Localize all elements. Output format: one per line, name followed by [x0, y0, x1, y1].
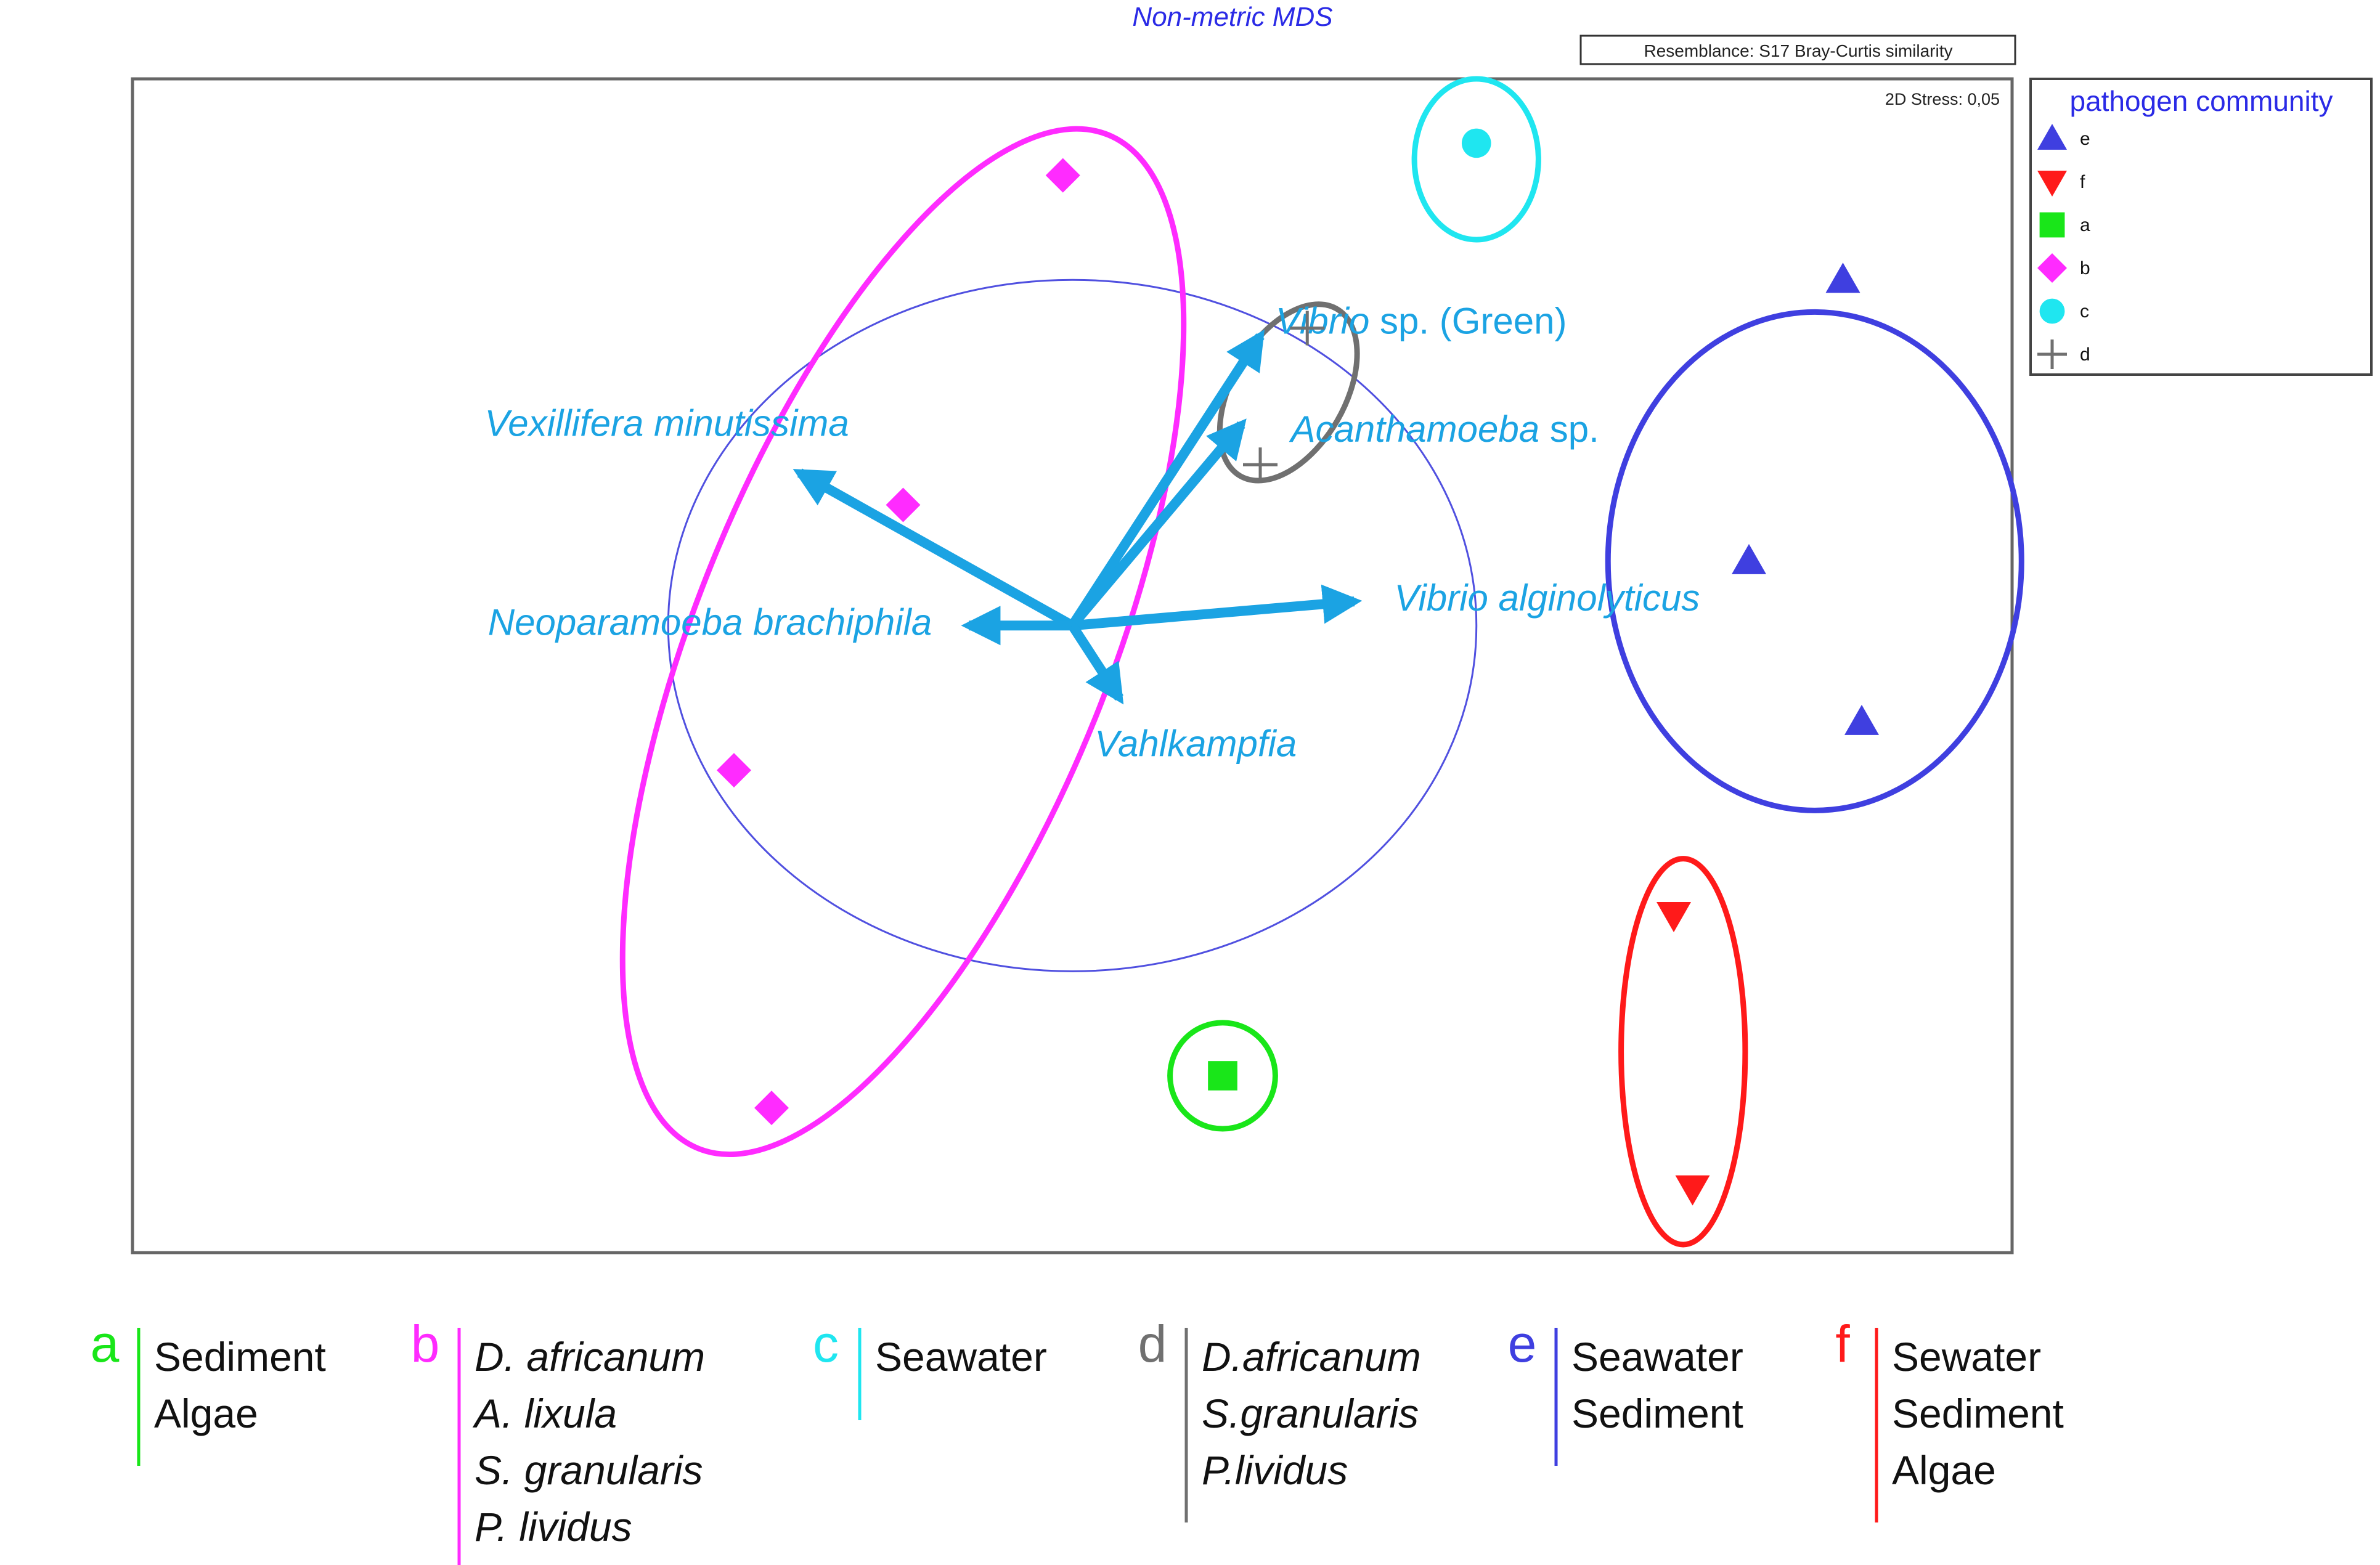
ellipse-group-b — [619, 126, 1187, 1158]
key-line-d-2: P.lividus — [1202, 1447, 1348, 1493]
vector-arrow-5 — [1068, 622, 1124, 705]
vector-label-name: Vexillifera minutissima — [484, 402, 849, 444]
resemblance-box-frame — [1579, 35, 2016, 65]
key-letter-d: d — [1138, 1315, 1167, 1373]
vector-arrow-1 — [1068, 418, 1247, 629]
legend-label-a: a — [2080, 215, 2090, 235]
key-line-a-0: Sediment — [154, 1334, 326, 1380]
ellipse-group-f — [1618, 856, 1748, 1248]
legend-marker-d — [2037, 339, 2067, 369]
plot-frame — [131, 77, 2014, 1254]
ellipse-group-e — [1605, 309, 2024, 813]
legend-marker-b — [2037, 253, 2067, 283]
vector-label-3: Neoparamoeba brachiphila — [488, 601, 932, 643]
legend: pathogen community e f a b c d — [2029, 78, 2373, 376]
vector-label-name: Vibrio alginolyticus — [1395, 577, 1700, 619]
key-line-d-0: D.africanum — [1202, 1334, 1421, 1380]
legend-label-c: c — [2080, 301, 2089, 322]
vector-label-name: Vahlkampfia — [1094, 723, 1297, 765]
legend-marker-f — [2037, 171, 2067, 197]
point-b-3 — [754, 1091, 789, 1126]
key-letter-f: f — [1835, 1315, 1850, 1373]
point-c-0 — [1461, 128, 1491, 158]
ellipse-group-a — [1167, 1020, 1278, 1132]
vector-arrow-0 — [1068, 329, 1265, 628]
point-b-2 — [717, 753, 751, 788]
point-e-2 — [1844, 704, 1879, 735]
vector-label-1: Acanthamoeba sp. — [1289, 409, 1599, 450]
key-letter-c: c — [813, 1315, 839, 1373]
vector-label-2: Vexillifera minutissima — [484, 402, 849, 444]
ellipse-group-c — [1411, 76, 1541, 243]
point-e-1 — [1732, 543, 1766, 574]
legend-title: pathogen community — [2069, 85, 2333, 117]
point-b-1 — [886, 487, 921, 522]
key-letter-e: e — [1508, 1315, 1537, 1373]
legend-label-f: f — [2080, 172, 2085, 192]
chart-title: Non-metric MDS — [1132, 2, 1332, 32]
plot-area: Vibrio sp. (Green) Acanthamoeba sp. Vexill… — [484, 76, 2024, 1248]
legend-label-b: b — [2080, 258, 2090, 278]
point-f-1 — [1675, 1175, 1710, 1206]
legend-items: e f a b c d — [2037, 124, 2090, 369]
point-f-0 — [1657, 901, 1691, 932]
key-line-b-2: S. granularis — [475, 1447, 703, 1493]
key-line-c-0: Seawater — [875, 1334, 1047, 1380]
key-line-a-1: Algae — [154, 1391, 258, 1436]
correlation-circle — [667, 278, 1478, 972]
vector-label-name: Acanthamoeba — [1289, 409, 1540, 450]
legend-label-d: d — [2080, 344, 2090, 365]
resemblance-label: Resemblance: S17 Bray-Curtis similarity — [1644, 41, 1952, 60]
vector-label-name: Vibrio — [1276, 301, 1369, 342]
point-b-0 — [1045, 158, 1080, 193]
vector-label-suffix: sp. — [1539, 409, 1599, 450]
legend-marker-a — [2039, 212, 2065, 238]
stress-label: 2D Stress: 0,05 — [1885, 90, 2000, 108]
vector-arrow-2 — [793, 468, 1075, 630]
legend-marker-c — [2039, 298, 2065, 324]
vector-label-suffix: sp. (Green) — [1369, 301, 1567, 342]
resemblance-box: Resemblance: S17 Bray-Curtis similarity — [1579, 35, 2016, 65]
key-letter-a: a — [91, 1315, 120, 1373]
key-line-b-0: D. africanum — [475, 1334, 705, 1380]
key-line-b-1: A. lixula — [472, 1391, 617, 1436]
point-d-1 — [1243, 447, 1278, 482]
legend-label-e: e — [2080, 129, 2090, 149]
key-line-f-0: Sewater — [1892, 1334, 2041, 1380]
vector-label-5: Vahlkampfia — [1094, 723, 1297, 765]
point-e-0 — [1825, 262, 1860, 293]
key-line-e-1: Sediment — [1571, 1391, 1743, 1436]
legend-frame — [2029, 78, 2373, 376]
key-line-f-2: Algae — [1892, 1447, 1996, 1493]
legend-marker-e — [2037, 124, 2067, 150]
vector-label-4: Vibrio alginolyticus — [1395, 577, 1700, 619]
key-line-d-1: S.granularis — [1202, 1391, 1419, 1436]
key-letter-b: b — [411, 1315, 440, 1373]
vector-arrow-4 — [1072, 584, 1363, 631]
key-line-b-3: P. lividus — [475, 1504, 632, 1550]
point-d-0 — [1290, 311, 1325, 346]
key-line-e-0: Seawater — [1571, 1334, 1743, 1380]
key-line-f-1: Sediment — [1892, 1391, 2064, 1436]
vector-label-0: Vibrio sp. (Green) — [1276, 301, 1567, 342]
vector-label-name: Neoparamoeba brachiphila — [488, 601, 932, 643]
point-a-0 — [1208, 1061, 1237, 1091]
